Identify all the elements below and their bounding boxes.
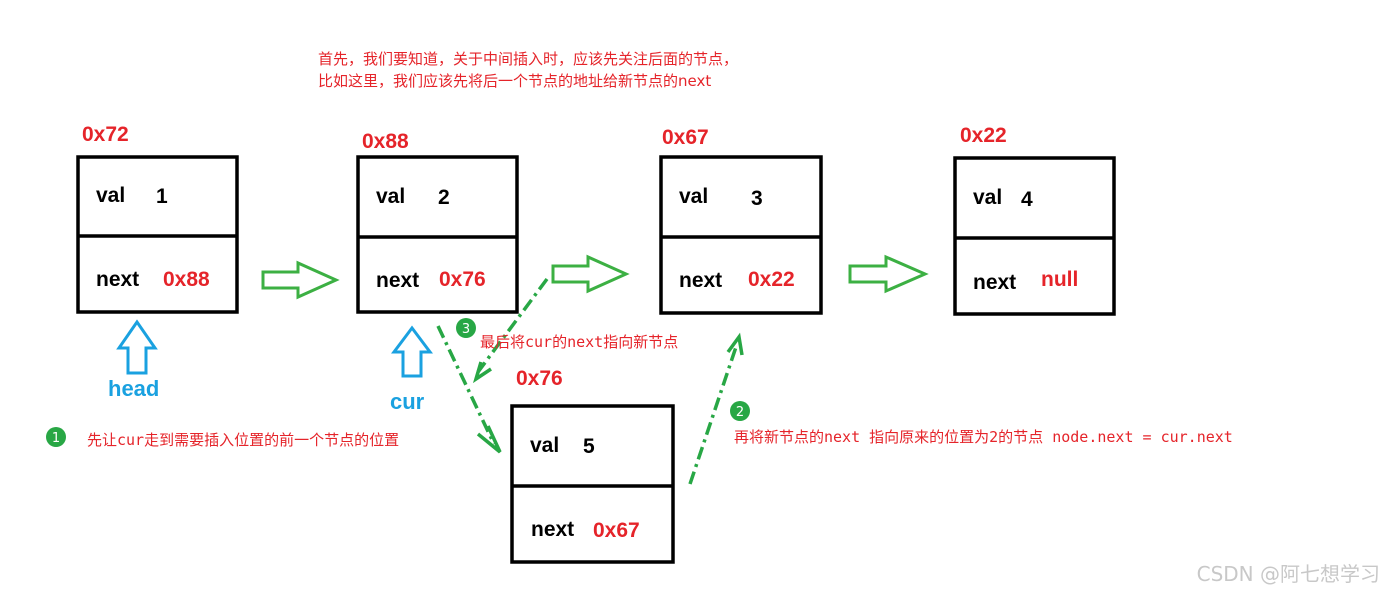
next-value: 0x67	[593, 519, 640, 542]
step-3-badge: 3	[456, 318, 476, 338]
step2-arrow	[688, 343, 739, 485]
val-value: 1	[156, 185, 168, 208]
top-note-line2: 比如这里，我们应该先将后一个节点的地址给新节点的next	[318, 72, 711, 90]
val-value: 3	[751, 187, 763, 210]
val-value: 4	[1021, 188, 1033, 211]
node-0x22: 0x22 val 4 next null	[953, 124, 1116, 316]
link-arrow-icon	[261, 260, 340, 300]
arrowhead-icon	[476, 425, 502, 454]
step-3-text: 最后将cur的next指向新节点	[480, 333, 678, 351]
next-value: 0x76	[439, 268, 486, 291]
link-arrow-icon	[848, 254, 929, 294]
top-note-line1: 首先，我们要知道，关于中间插入时，应该先关注后面的节点，	[318, 50, 738, 68]
node-address: 0x72	[82, 123, 129, 146]
node-address: 0x88	[362, 130, 409, 153]
next-label: next	[531, 518, 574, 541]
step-1-badge: 1	[46, 427, 66, 447]
node-0x72: 0x72 val 1 next 0x88	[76, 123, 239, 314]
val-value: 5	[583, 435, 595, 458]
head-label: head	[108, 376, 159, 401]
node-box	[659, 155, 823, 315]
next-value: 0x88	[163, 268, 210, 291]
next-label: next	[679, 269, 722, 292]
cur-pointer-arrow-icon	[391, 325, 433, 378]
next-value: 0x22	[748, 268, 795, 291]
node-address: 0x67	[662, 126, 709, 149]
step-2-number: 2	[736, 405, 744, 420]
cur-label: cur	[390, 389, 425, 414]
next-label: next	[973, 271, 1016, 294]
step-1-text: 先让cur走到需要插入位置的前一个节点的位置	[87, 431, 399, 449]
val-value: 2	[438, 186, 450, 209]
step-2-text: 再将新节点的next 指向原来的位置为2的节点 node.next = cur.…	[734, 428, 1233, 446]
step-1-number: 1	[52, 431, 60, 446]
step-2-badge: 2	[730, 401, 750, 421]
next-label: next	[96, 268, 139, 291]
val-label: val	[96, 184, 125, 207]
val-label: val	[973, 186, 1002, 209]
node-box	[510, 404, 675, 564]
next-value: null	[1041, 268, 1078, 291]
node-address: 0x22	[960, 124, 1007, 147]
val-label: val	[376, 185, 405, 208]
cur-to-new-node-arrow	[436, 325, 496, 445]
next-label: next	[376, 269, 419, 292]
node-box	[356, 155, 519, 314]
node-0x76: 0x76 val 5 next 0x67	[510, 367, 675, 564]
val-label: val	[679, 185, 708, 208]
step-3-number: 3	[462, 322, 470, 337]
val-label: val	[530, 434, 559, 457]
arrowhead-icon	[472, 361, 492, 384]
step3-arrow	[476, 277, 549, 374]
node-box	[953, 156, 1116, 316]
watermark: CSDN @阿七想学习	[1197, 562, 1380, 586]
arrowhead-icon	[726, 332, 744, 356]
node-0x88: 0x88 val 2 next 0x76	[356, 130, 519, 314]
node-address: 0x76	[516, 367, 563, 390]
node-0x67: 0x67 val 3 next 0x22	[659, 126, 823, 315]
head-pointer-arrow-icon	[116, 319, 158, 375]
link-arrow-icon	[551, 254, 630, 294]
